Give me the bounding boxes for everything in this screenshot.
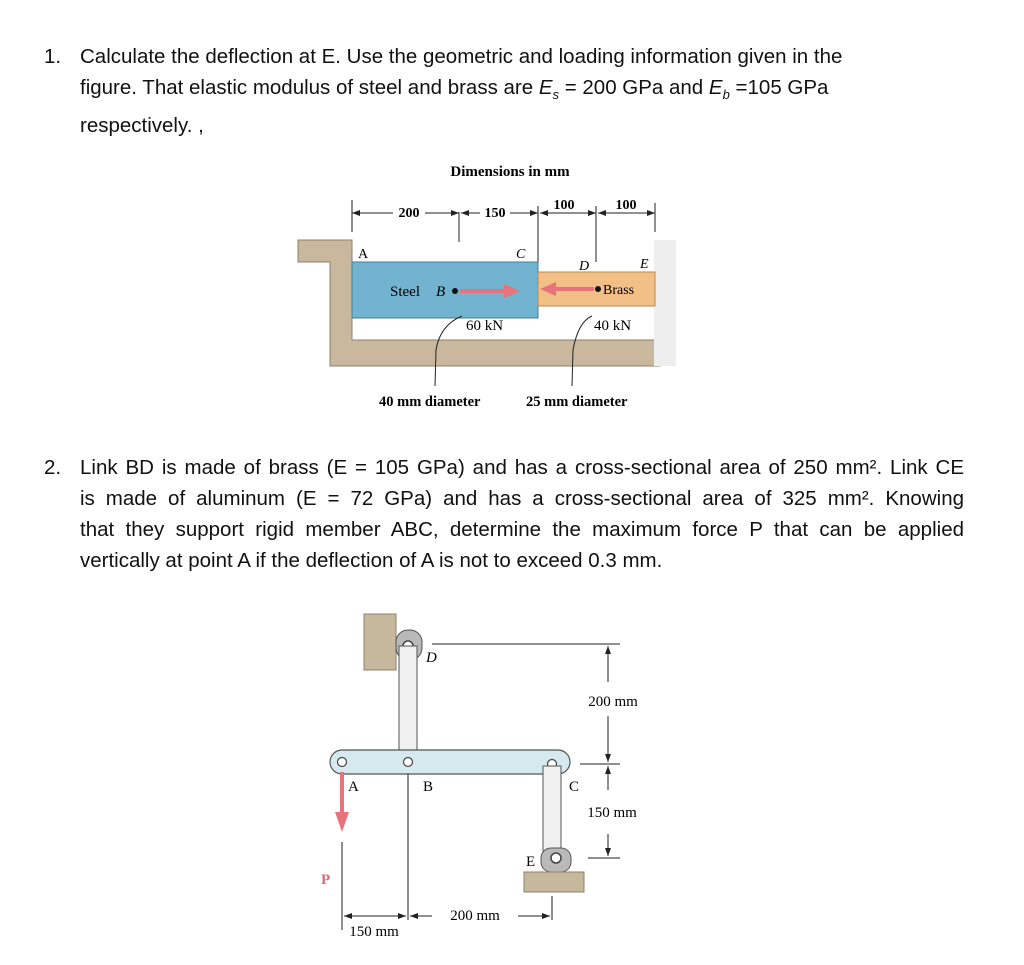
problem-2-line-1: Link BD is made of brass (E = 105 GPa) a… bbox=[80, 456, 964, 479]
brass-modulus-subscript: b bbox=[722, 87, 730, 103]
force-60kn-arrowhead bbox=[504, 284, 520, 298]
dim-100-first: 100 bbox=[554, 198, 575, 213]
dim-150-vertical: 150 mm bbox=[587, 805, 637, 821]
steel-modulus-subscript: s bbox=[552, 87, 560, 103]
vertical-dimension-arrowheads bbox=[605, 646, 611, 856]
problem-1-number: 1. bbox=[44, 45, 62, 68]
label-C2: C bbox=[569, 779, 579, 795]
label-A2: A bbox=[348, 779, 359, 795]
link-BD bbox=[398, 645, 418, 767]
force-40kn-arrowhead bbox=[540, 282, 556, 296]
steel-modulus-symbol: E bbox=[538, 76, 553, 99]
right-wall-shade bbox=[654, 240, 676, 366]
dimension-arrowheads bbox=[352, 210, 655, 216]
problem-2-text: Link BD is made of brass (E = 105 GPa) a… bbox=[80, 452, 964, 576]
dimensions-caption: Dimensions in mm bbox=[450, 164, 570, 180]
bottom-support-block bbox=[523, 871, 585, 893]
brass-diameter-leader bbox=[571, 315, 593, 387]
steel-diameter-label: 40 mm diameter bbox=[379, 394, 481, 410]
problem-2-line-3: that they support rigid member ABC, dete… bbox=[80, 518, 964, 541]
dim-200: 200 bbox=[399, 206, 420, 221]
brass-diameter-label: 25 mm diameter bbox=[526, 394, 628, 410]
label-brass: Brass bbox=[603, 283, 634, 298]
dim-150: 150 bbox=[485, 206, 506, 221]
horizontal-dimension-arrowheads bbox=[344, 913, 550, 919]
pin-A-icon bbox=[336, 756, 348, 768]
force-P-arrowhead bbox=[335, 812, 349, 832]
load-40kn: 40 kN bbox=[594, 318, 631, 334]
dim-200-vertical: 200 mm bbox=[588, 694, 638, 710]
point-D-dot bbox=[595, 286, 601, 292]
pin-E-icon bbox=[550, 852, 562, 864]
rigid-member-ABC bbox=[329, 749, 571, 775]
label-E: E bbox=[639, 257, 649, 272]
problem-1-line-2b: = 200 GPa and bbox=[559, 76, 709, 99]
problem-2-line-2: is made of aluminum (E = 72 GPa) and has… bbox=[80, 487, 964, 510]
label-B: B bbox=[436, 284, 445, 300]
point-B-dot bbox=[452, 288, 458, 294]
problem-1-line-2: figure. That elastic modulus of steel an… bbox=[80, 72, 944, 110]
problem-2-number: 2. bbox=[44, 456, 62, 479]
horizontal-dimension-lines bbox=[341, 774, 553, 930]
problem-1-line-1: Calculate the deflection at E. Use the g… bbox=[80, 45, 843, 68]
brass-modulus-symbol: E bbox=[708, 76, 723, 99]
label-steel: Steel bbox=[390, 284, 420, 300]
label-C: C bbox=[516, 247, 526, 262]
load-60kn: 60 kN bbox=[466, 318, 503, 334]
problem-1-line-2c: =105 GPa bbox=[729, 76, 829, 99]
pin-B-icon bbox=[402, 756, 414, 768]
problem-1-line-3: respectively. , bbox=[80, 114, 204, 138]
dim-150-horizontal: 150 mm bbox=[349, 924, 399, 940]
problem-2-line-4: vertically at point A if the deflection … bbox=[80, 549, 663, 572]
label-A: A bbox=[358, 247, 369, 262]
label-E2: E bbox=[526, 854, 535, 870]
link-CE bbox=[542, 765, 562, 861]
steel-diameter-leader bbox=[434, 315, 463, 387]
problem-1-line-2a: figure. That elastic modulus of steel an… bbox=[80, 76, 539, 99]
dim-100-second: 100 bbox=[616, 198, 637, 213]
top-support-block bbox=[363, 613, 397, 671]
problem-1-text: Calculate the deflection at E. Use the g… bbox=[80, 41, 944, 141]
label-D: D bbox=[578, 259, 589, 274]
label-B2: B bbox=[423, 779, 433, 795]
dim-200-horizontal: 200 mm bbox=[450, 908, 500, 924]
label-D2: D bbox=[425, 650, 437, 666]
label-P: P bbox=[321, 872, 330, 888]
